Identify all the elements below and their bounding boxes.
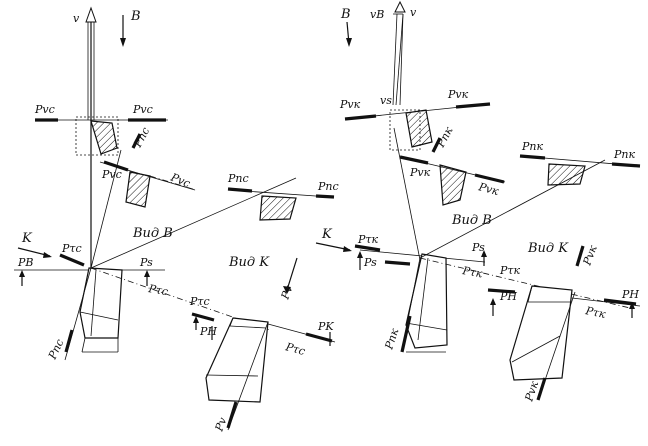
tool-body-view-k-right <box>509 285 573 381</box>
label-ptc: Pτc <box>61 242 82 255</box>
plane-pnk-view-right-mark <box>611 162 641 168</box>
label-pnc-view-2: Pnc <box>317 180 339 193</box>
label-pnk-lower: Pnк <box>382 326 401 351</box>
right-figure: B vB v vs Pvк Pvк Pnк Pvк Pvк Pn <box>315 0 641 404</box>
plane-ptc-lower-mark <box>191 312 215 322</box>
plane-pnk-upper-mark <box>431 137 442 153</box>
plane-ph-right-mark <box>603 298 637 306</box>
label-pnc-lower: Pnc <box>46 337 67 362</box>
plane-pk-mark <box>305 332 333 343</box>
plane-pvk-left-mark <box>344 114 377 121</box>
label-pvk-left: Pvк <box>339 98 361 111</box>
plane-pvk-right-mark <box>455 102 491 109</box>
plane-pnk-view-left-mark <box>519 154 546 160</box>
label-pvc-right: Pvc <box>132 103 153 116</box>
label-k-left: K <box>21 231 33 246</box>
section-hatched-mid-right <box>439 164 467 206</box>
label-pnk-view-2: Pnк <box>613 148 635 161</box>
plane-pnc-view-left-mark <box>227 187 253 193</box>
velocity-arrow-left <box>85 6 97 23</box>
plane-pvc-mid-mark <box>103 160 129 172</box>
label-ph-left: PH <box>199 325 217 338</box>
section-hatched-top-left <box>90 120 118 155</box>
section-hatched-top-right <box>405 109 433 148</box>
plane-pnk-lower-mark <box>400 315 412 353</box>
label-ptk-4: Pτк <box>583 304 607 321</box>
section-box-left <box>75 116 119 156</box>
label-ps-right-right: Ps <box>471 241 485 254</box>
plane-ptk-mark <box>354 244 381 252</box>
plane-pvk-view-mark <box>575 245 585 267</box>
plane-pvk-mid2-mark <box>474 173 505 184</box>
plane-pvk-mid-mark <box>399 155 429 165</box>
plane-pnc-upper-mark <box>131 133 142 149</box>
plane-pnc-view-right-mark <box>315 194 335 199</box>
label-pvc-mid-2: Pvc <box>168 170 192 190</box>
plane-ptk-lower-mark <box>487 288 516 294</box>
label-ptc-3: Pτc <box>189 295 210 308</box>
label-vid-b-left: Вид B <box>132 226 173 241</box>
left-figure: v B Pvc Pvc Pnc Pvc Pvc Вид B K Pτc <box>14 6 339 434</box>
section-hatched-view-k <box>259 195 297 221</box>
label-pvk-mid-2: Pvк <box>476 180 500 198</box>
label-ptc-2: Pτc <box>146 282 169 298</box>
label-vid-k-right: Вид K <box>527 241 569 256</box>
label-ptk-2: Pτк <box>460 264 483 281</box>
plane-ptc-mark <box>59 253 85 267</box>
section-hatched-view-k-right <box>547 163 586 186</box>
label-pk: PK <box>317 320 334 333</box>
label-ptc-4: Pτc <box>283 340 306 358</box>
label-pvk-bottom: Pvк <box>522 379 541 404</box>
label-pvk-mid: Pvк <box>409 166 431 179</box>
label-vid-b-right: Вид B <box>451 213 492 228</box>
plane-ps-mark <box>384 260 411 266</box>
label-vs: vs <box>380 94 392 107</box>
label-k-right: K <box>321 227 333 242</box>
label-ph-right-left: PH <box>499 290 517 303</box>
tool-body-view-k <box>205 317 269 403</box>
label-pvc-mid: Pvc <box>101 168 122 181</box>
label-pnc-view: Pnc <box>227 172 249 185</box>
section-hatched-mid-left <box>125 171 151 208</box>
plane-pv-bottom-mark <box>226 401 238 429</box>
label-ptk: Pτк <box>357 233 378 246</box>
label-v: v <box>73 12 80 25</box>
label-ph-right-right: PH <box>621 288 639 301</box>
label-v-right: v <box>410 6 417 19</box>
label-pnk-view: Pnк <box>521 140 543 153</box>
label-pv: Pv <box>278 283 295 302</box>
plane-pvk-bottom-mark <box>536 377 547 401</box>
label-pv-bottom: Pv <box>212 415 229 434</box>
label-pvk-right: Pvк <box>447 88 469 101</box>
label-pvc-left: Pvc <box>34 103 55 116</box>
label-ps-left: Ps <box>139 256 153 269</box>
label-ptk-3: Pτк <box>499 264 520 277</box>
label-pb: PB <box>17 256 34 269</box>
label-view-b: B <box>130 9 141 24</box>
label-vid-k-left: Вид K <box>228 255 270 270</box>
label-ps-right-left: Ps <box>363 256 377 269</box>
tool-body-left <box>79 267 123 339</box>
plane-pnc-lower-mark <box>64 329 74 353</box>
label-view-b-right: B <box>340 7 351 22</box>
label-vb: vB <box>370 8 384 21</box>
